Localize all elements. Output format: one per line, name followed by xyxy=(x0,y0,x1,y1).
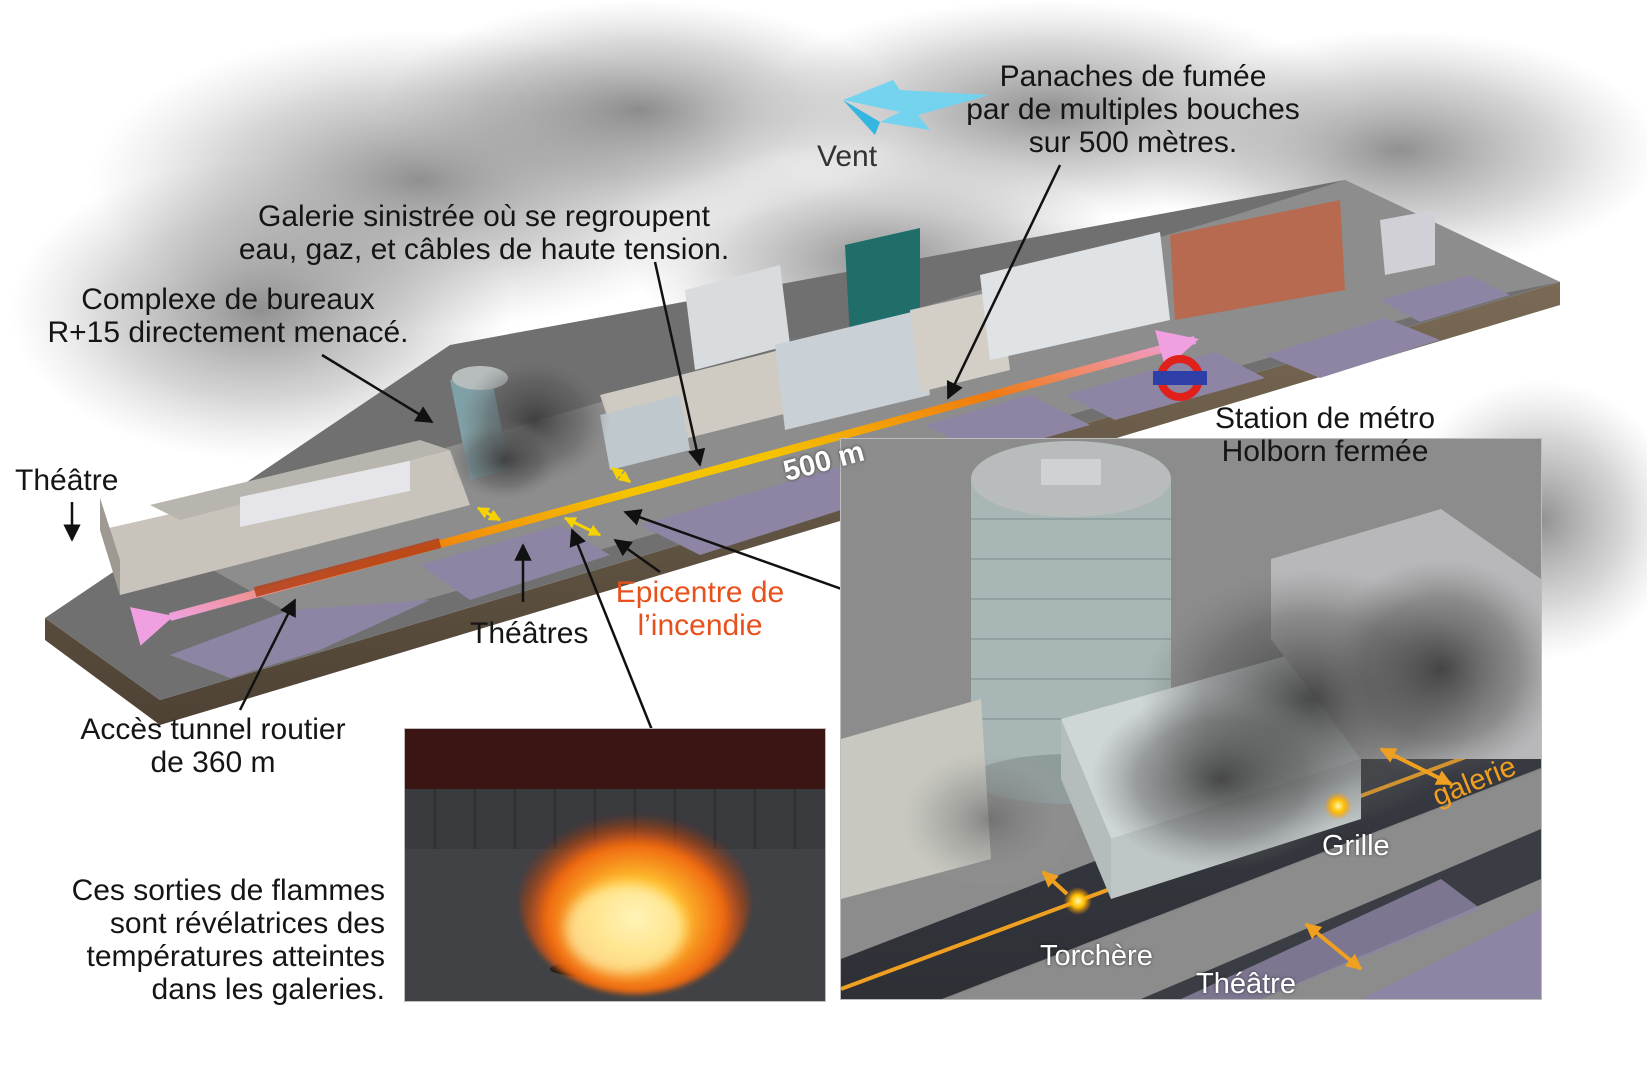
epicentre-label: Epicentre de l’incendie xyxy=(615,576,785,642)
glow-marker xyxy=(1064,887,1092,915)
london-underground-roundel-icon xyxy=(1153,355,1207,401)
glow-marker xyxy=(1324,792,1352,820)
damaged-gallery-label: Galerie sinistrée où se regroupent eau, … xyxy=(238,200,730,266)
wind-arrow-icon xyxy=(843,80,990,135)
inset-torchere-label: Torchère xyxy=(1040,940,1153,972)
office-complex-label: Complexe de bureaux R+15 directement men… xyxy=(47,283,409,349)
epicentre-detail-inset xyxy=(840,438,1542,1000)
plaza xyxy=(1380,275,1510,322)
inset-grille-label: Grille xyxy=(1322,830,1390,862)
theatre-label-left: Théâtre xyxy=(15,464,119,497)
smoke-plumes-label: Panaches de fumée par de multiples bouch… xyxy=(966,60,1300,159)
vent-arrows xyxy=(476,466,631,537)
wind-label: Vent xyxy=(817,140,878,173)
city-block-map xyxy=(45,180,1560,725)
leader-lines xyxy=(63,164,1062,731)
flame-photo xyxy=(404,728,826,1002)
flames-caption: Ces sorties de flammes sont révélatrices… xyxy=(71,874,385,1006)
tunnel-access-label: Accès tunnel routier de 360 m xyxy=(80,713,346,779)
metro-station-label: Station de métro Holborn fermée xyxy=(1214,402,1436,468)
inset-theatre-label: Théâtre xyxy=(1196,968,1296,1000)
tunnel-access xyxy=(253,538,442,597)
theatres-label: Théâtres xyxy=(470,617,589,650)
plaza xyxy=(1265,318,1440,378)
smoke-plume xyxy=(450,420,560,500)
